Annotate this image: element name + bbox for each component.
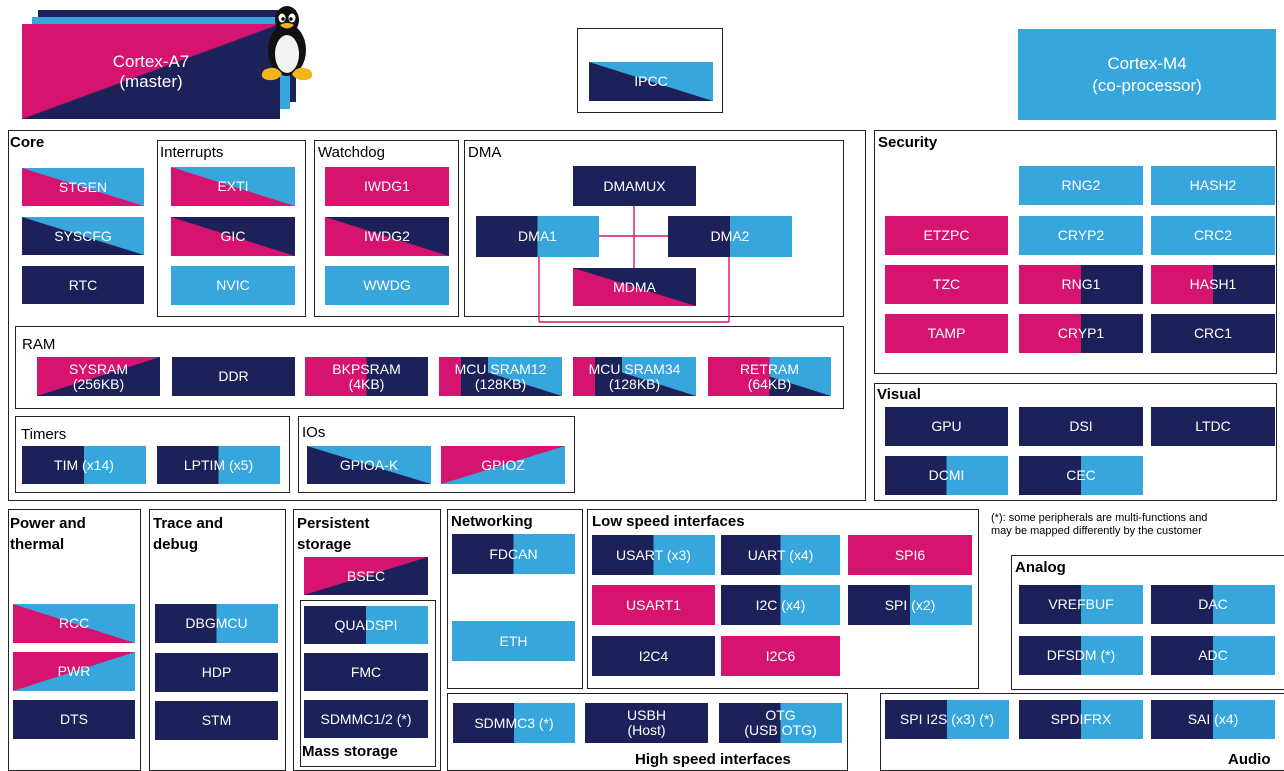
syscfg-block[interactable]: SYSCFG [22, 217, 144, 255]
cec-block[interactable]: CEC [1019, 456, 1143, 495]
interrupts-title: Interrupts [160, 144, 224, 161]
ios-title: IOs [302, 424, 326, 441]
gic-block[interactable]: GIC [171, 217, 295, 256]
vrefbuf-block[interactable]: VREFBUF [1019, 585, 1143, 624]
visual-title: Visual [877, 386, 921, 403]
security-title: Security [878, 134, 938, 151]
cryp1-block[interactable]: CRYP1 [1019, 314, 1143, 353]
ram-title: RAM [22, 336, 56, 353]
usbh-block[interactable]: USBH (Host) [585, 703, 708, 743]
mcu-sram12-block[interactable]: MCU SRAM12 (128KB) [439, 357, 562, 396]
crc1-block[interactable]: CRC1 [1151, 314, 1275, 353]
retram-block[interactable]: RETRAM (64KB) [708, 357, 831, 396]
ddr-block[interactable]: DDR [172, 357, 295, 396]
rcc-block[interactable]: RCC [13, 604, 135, 643]
dsi-block[interactable]: DSI [1019, 407, 1143, 446]
spi6-block[interactable]: SPI6 [848, 535, 972, 575]
nvic-block[interactable]: NVIC [171, 266, 295, 305]
i2c6-block[interactable]: I2C6 [721, 636, 840, 676]
i2c-block[interactable]: I2C (x4) [721, 585, 840, 625]
highspeed-title: High speed interfaces [635, 751, 791, 768]
tim-block[interactable]: TIM (x14) [22, 446, 146, 484]
bsec-block[interactable]: BSEC [304, 557, 428, 595]
rng1-block[interactable]: RNG1 [1019, 265, 1143, 304]
bkpsram-block[interactable]: BKPSRAM (4KB) [305, 357, 428, 396]
dts-block[interactable]: DTS [13, 700, 135, 739]
dma2-block[interactable]: DMA2 [668, 216, 792, 257]
otg-block[interactable]: OTG (USB OTG) [719, 703, 842, 743]
networking-title: Networking [451, 513, 533, 530]
ipcc-block[interactable]: IPCC [589, 62, 713, 101]
pwr-block[interactable]: PWR [13, 652, 135, 691]
persistent-title: Persistent storage [297, 515, 370, 553]
dbgmcu-block[interactable]: DBGMCU [155, 604, 278, 643]
spdifrx-block[interactable]: SPDIFRX [1019, 700, 1143, 739]
i2c4-block[interactable]: I2C4 [592, 636, 715, 676]
etzpc-block[interactable]: ETZPC [885, 216, 1008, 255]
dcmi-block[interactable]: DCMI [885, 456, 1008, 495]
lptim-block[interactable]: LPTIM (x5) [157, 446, 280, 484]
dmamux-block[interactable]: DMAMUX [573, 166, 696, 206]
exti-block[interactable]: EXTI [171, 167, 295, 206]
hdp-block[interactable]: HDP [155, 653, 278, 692]
tzc-block[interactable]: TZC [885, 265, 1008, 304]
uart-block[interactable]: UART (x4) [721, 535, 840, 575]
power-title: Power and thermal [10, 515, 86, 553]
iwdg1-block[interactable]: IWDG1 [325, 167, 449, 206]
dac-block[interactable]: DAC [1151, 585, 1275, 624]
sysram-block[interactable]: SYSRAM (256KB) [37, 357, 160, 396]
usart1-block[interactable]: USART1 [592, 585, 715, 625]
spii2s-block[interactable]: SPI I2S (x3) (*) [885, 700, 1009, 739]
mdma-block[interactable]: MDMA [573, 268, 696, 306]
usart-block[interactable]: USART (x3) [592, 535, 715, 575]
multifunction-note: (*): some peripherals are multi-function… [991, 512, 1208, 537]
ltdc-block[interactable]: LTDC [1151, 407, 1275, 446]
eth-block[interactable]: ETH [452, 621, 575, 661]
audio-title: Audio [1228, 751, 1271, 768]
dfsdm-block[interactable]: DFSDM (*) [1019, 636, 1143, 675]
fmc-block[interactable]: FMC [304, 653, 428, 691]
trace-title: Trace and debug [153, 515, 224, 553]
tamp-block[interactable]: TAMP [885, 314, 1008, 353]
cortex-m4-block[interactable]: Cortex-M4 (co-processor) [1018, 29, 1276, 120]
analog-title: Analog [1015, 559, 1066, 576]
mcu-sram34-block[interactable]: MCU SRAM34 (128KB) [573, 357, 696, 396]
lowspeed-title: Low speed interfaces [592, 513, 745, 530]
gpioz-block[interactable]: GPIOZ [441, 446, 565, 484]
cortex-a7-block[interactable]: Cortex-A7 (master) [22, 24, 280, 119]
sdmmc3-block[interactable]: SDMMC3 (*) [453, 703, 575, 743]
adc-block[interactable]: ADC [1151, 636, 1275, 675]
cryp2-block[interactable]: CRYP2 [1019, 216, 1143, 255]
wwdg-block[interactable]: WWDG [325, 266, 449, 305]
timers-title: Timers [21, 426, 67, 443]
sai-block[interactable]: SAI (x4) [1151, 700, 1275, 739]
sdmmc12-block[interactable]: SDMMC1/2 (*) [304, 700, 428, 738]
dma-title: DMA [468, 144, 502, 161]
iwdg2-block[interactable]: IWDG2 [325, 217, 449, 256]
rtc-block[interactable]: RTC [22, 266, 144, 304]
core-title: Core [10, 134, 45, 151]
watchdog-title: Watchdog [318, 144, 385, 161]
dma1-block[interactable]: DMA1 [476, 216, 599, 257]
stgen-block[interactable]: STGEN [22, 168, 144, 206]
gpioak-block[interactable]: GPIOA-K [307, 446, 431, 484]
linux-penguin-icon [261, 6, 313, 81]
gpu-block[interactable]: GPU [885, 407, 1008, 446]
hash1-block[interactable]: HASH1 [1151, 265, 1275, 304]
fdcan-block[interactable]: FDCAN [452, 534, 575, 574]
stm-block[interactable]: STM [155, 701, 278, 740]
quadspi-block[interactable]: QUADSPI [304, 606, 428, 644]
mass-storage-title: Mass storage [302, 743, 398, 760]
hash2-block[interactable]: HASH2 [1151, 166, 1275, 205]
crc2-block[interactable]: CRC2 [1151, 216, 1275, 255]
spi-block[interactable]: SPI (x2) [848, 585, 972, 625]
rng2-block[interactable]: RNG2 [1019, 166, 1143, 205]
